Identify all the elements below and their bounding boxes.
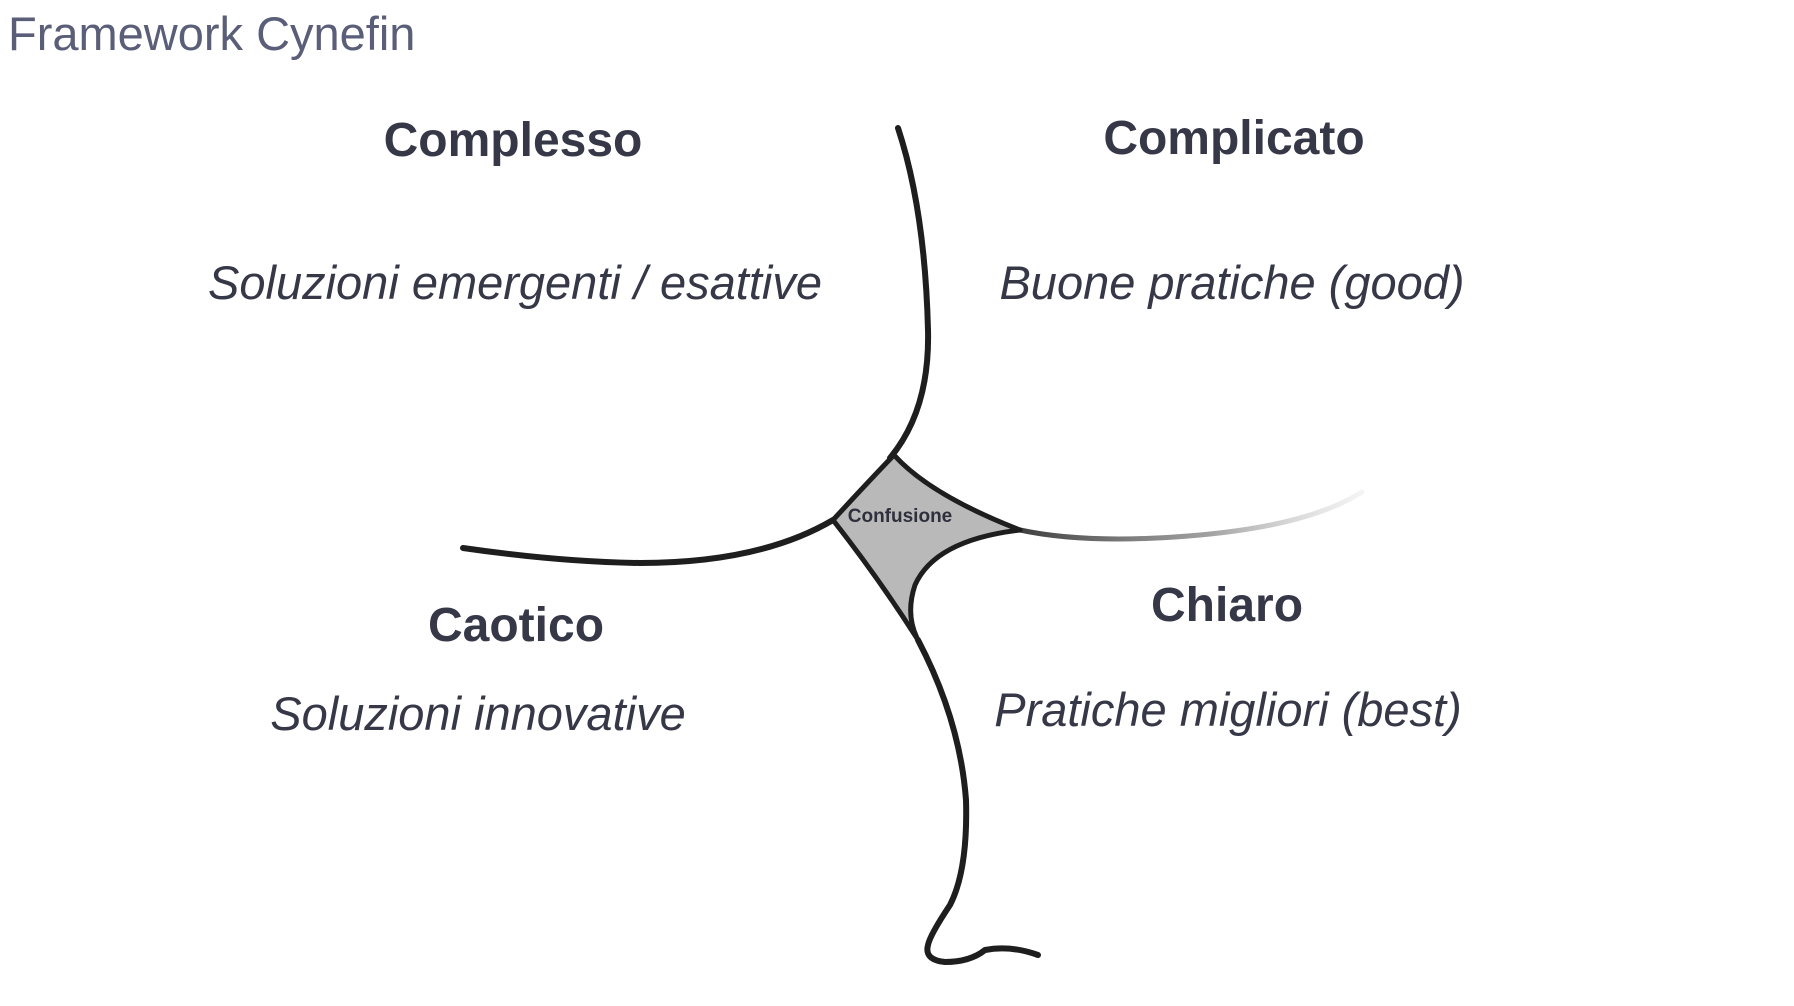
domain-complex-name: Complesso — [383, 114, 643, 167]
right-boundary-line — [1017, 489, 1365, 542]
domain-clear-description: Pratiche migliori (best) — [994, 683, 1462, 736]
domain-complicated-description: Buone pratiche (good) — [999, 256, 1465, 309]
confusion-area — [830, 452, 1023, 643]
domain-confusion-label: Confusione — [847, 506, 953, 527]
domain-complicated-name: Complicato — [1103, 112, 1365, 165]
page-title: Framework Cynefin — [8, 7, 416, 60]
domain-complex-description: Soluzioni emergenti / esattive — [208, 256, 822, 309]
domain-chaotic-description: Soluzioni innovative — [270, 687, 686, 740]
left-boundary-line — [460, 517, 836, 567]
top-boundary-line — [887, 125, 932, 461]
domain-clear-name: Chiaro — [1150, 579, 1304, 632]
domain-chaotic-name: Caotico — [427, 599, 605, 652]
bottom-boundary-line — [915, 637, 1041, 965]
